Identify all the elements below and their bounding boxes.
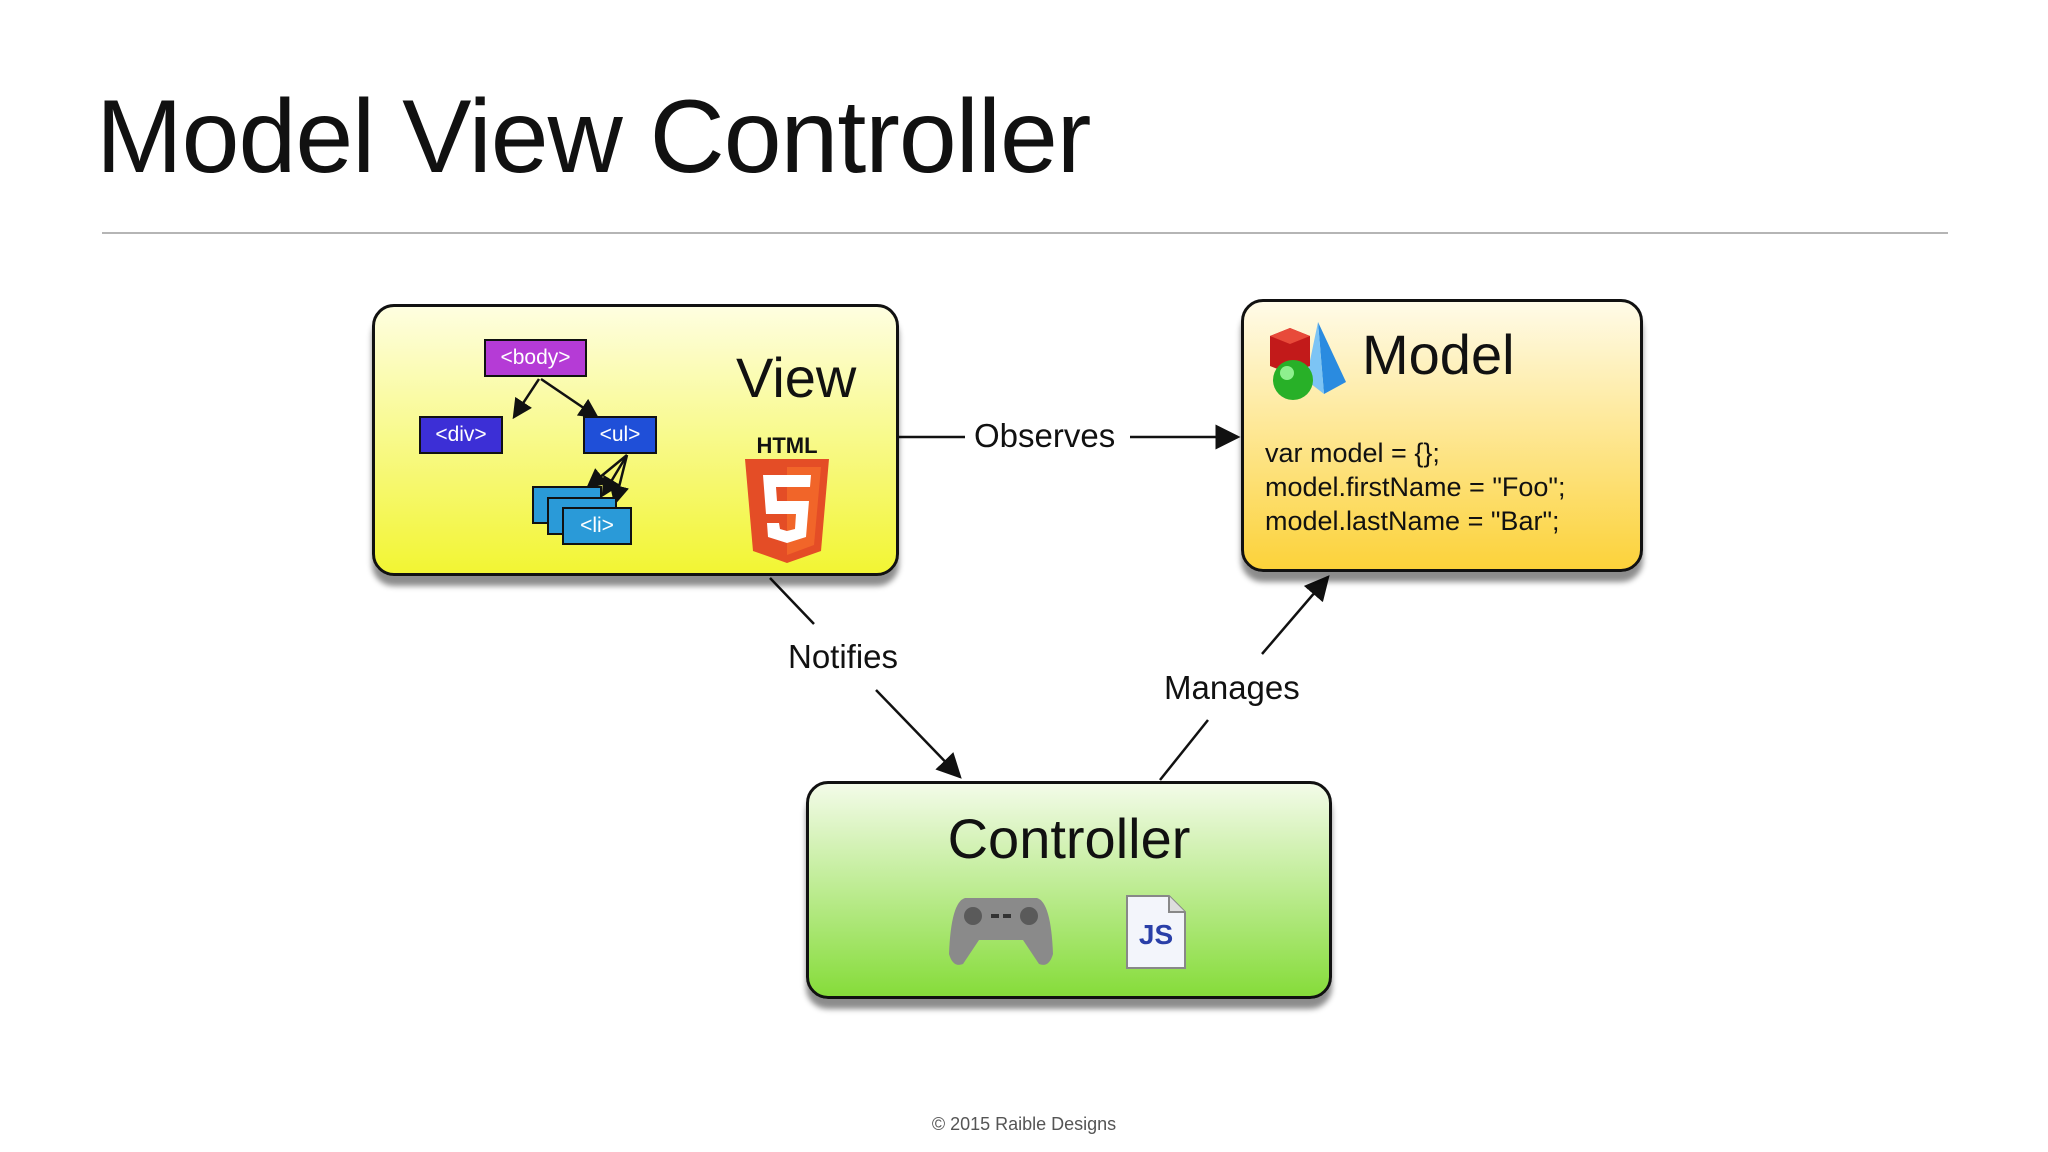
copyright-footer: © 2015 Raible Designs	[931, 1114, 1117, 1134]
code-line: model.firstName = "Foo";	[1265, 472, 1566, 502]
js-file-text: JS	[1138, 919, 1174, 950]
notifies-line-a	[769, 577, 815, 625]
code-line: var model = {};	[1265, 438, 1440, 468]
gamepad-icon	[949, 898, 1053, 965]
title-divider	[102, 232, 1948, 234]
ul-tag: <ul>	[583, 416, 657, 454]
model-code: var model = {}; model.firstName = "Foo";…	[1265, 436, 1566, 538]
js-file-icon	[1126, 895, 1186, 969]
dom-tree-arrows	[512, 377, 629, 506]
model-box: Model var model = {}; model.firstName = …	[1241, 299, 1643, 572]
manages-arrow	[1261, 575, 1330, 655]
observes-label: Observes	[968, 417, 1122, 455]
code-line: model.lastName = "Bar";	[1265, 506, 1560, 536]
notifies-label: Notifies	[782, 638, 905, 676]
html5-logo-text: HTML	[756, 433, 818, 458]
view-label: View	[736, 346, 857, 409]
html5-shield-icon	[745, 459, 829, 563]
3d-shapes-icon	[1270, 322, 1346, 400]
li-tag: <li>	[562, 507, 632, 545]
div-tag: <div>	[419, 416, 503, 454]
manages-label: Manages	[1158, 669, 1306, 707]
slide-title: Model View Controller	[96, 79, 1091, 195]
view-box: <body> <div> <ul> <li> View HTML	[372, 304, 899, 576]
body-tag: <body>	[484, 339, 587, 377]
controller-label: Controller	[947, 807, 1191, 870]
model-label: Model	[1362, 323, 1515, 386]
controller-box: Controller JS	[806, 781, 1332, 999]
notifies-arrow	[875, 689, 962, 779]
manages-line-a	[1159, 719, 1209, 781]
